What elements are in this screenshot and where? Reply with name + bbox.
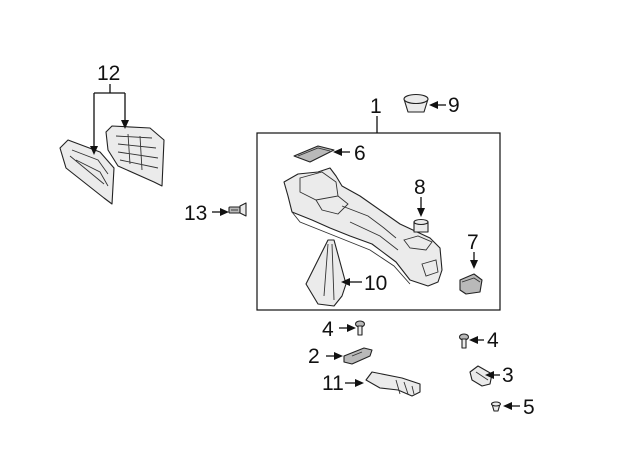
clip-part[interactable] [469, 365, 493, 387]
callout-3: 3 [502, 364, 514, 387]
leader-lines [90, 84, 520, 410]
console-assembly-box [256, 132, 501, 311]
bolt-part-right[interactable] [458, 333, 470, 349]
bracket-part[interactable] [343, 347, 373, 365]
callout-4-upper: 4 [322, 318, 334, 341]
bolt-part-upper[interactable] [354, 320, 366, 336]
callout-11: 11 [322, 372, 344, 395]
lid-pad-part[interactable] [293, 145, 335, 163]
callout-7: 7 [467, 231, 479, 254]
callout-2: 2 [308, 345, 320, 368]
callout-10: 10 [364, 272, 387, 295]
side-panel-right-part[interactable] [105, 125, 165, 187]
callout-4-right: 4 [487, 329, 499, 352]
side-panel-left-part[interactable] [59, 139, 115, 205]
callout-13: 13 [184, 202, 207, 225]
callout-8: 8 [414, 176, 426, 199]
cup-holder-part[interactable] [403, 93, 429, 113]
grommet-part[interactable] [490, 401, 502, 412]
center-console-part[interactable] [283, 167, 443, 287]
callout-6: 6 [354, 142, 366, 165]
mounting-bracket-part[interactable] [365, 371, 421, 397]
cup-insert-part[interactable] [413, 218, 429, 233]
screw-part[interactable] [228, 202, 247, 217]
callout-9: 9 [448, 94, 460, 117]
callout-5: 5 [523, 396, 535, 419]
shift-boot-part[interactable] [305, 239, 347, 307]
callout-12: 12 [97, 62, 120, 85]
shift-knob-part[interactable] [459, 273, 483, 295]
callout-1: 1 [370, 95, 382, 118]
